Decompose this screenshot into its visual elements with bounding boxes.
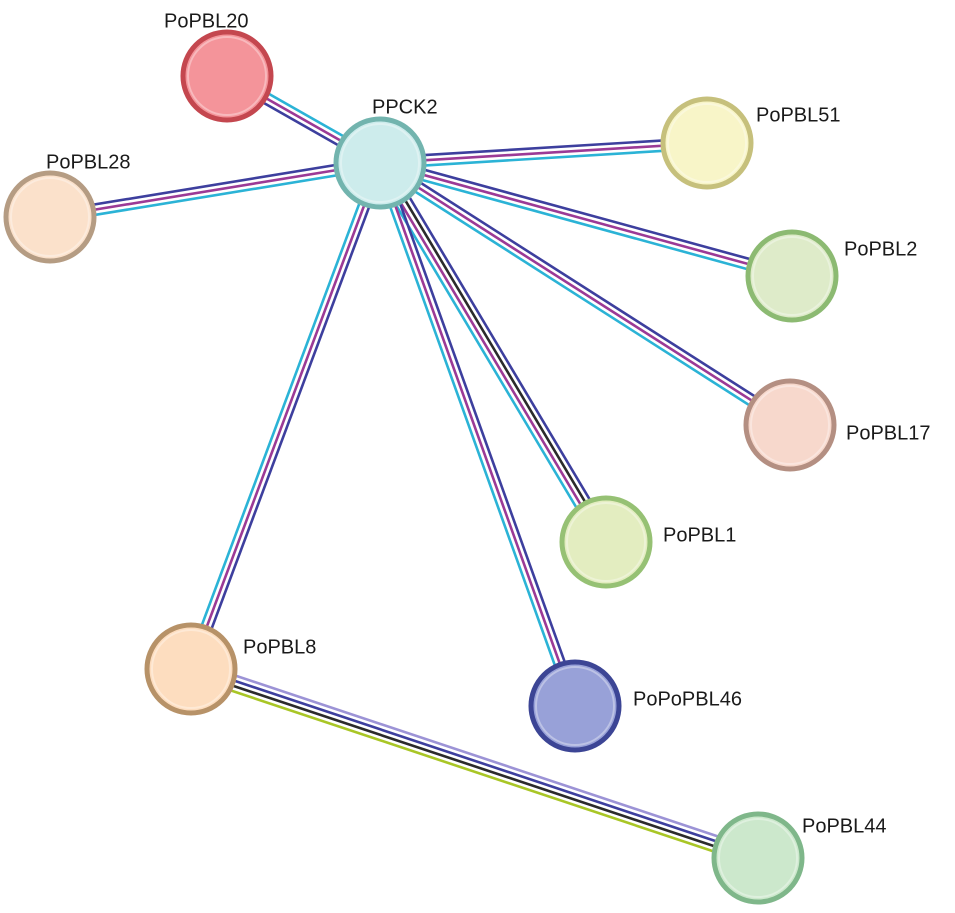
node-highlight — [750, 385, 830, 465]
edge-ppck2-popbl51 — [379, 136, 708, 170]
node-circle[interactable] — [745, 229, 839, 323]
node-circle[interactable] — [660, 96, 754, 190]
edge-ppck2-popbl2 — [378, 156, 794, 283]
node-popbl8[interactable]: PoPBL8 — [144, 622, 316, 716]
edge-line-lime — [188, 675, 756, 867]
edge-line-cyan — [184, 160, 377, 668]
node-circle[interactable] — [743, 378, 837, 472]
node-circle[interactable] — [3, 170, 97, 264]
edge-line-blue — [381, 156, 794, 273]
edge-ppck2-popbl8 — [184, 160, 387, 672]
edge-line-magenta — [189, 162, 382, 670]
edge-line-blue — [194, 164, 387, 672]
edge-line-black — [189, 670, 758, 862]
node-label-popbl1: PoPBL1 — [663, 524, 736, 546]
node-popbl17[interactable]: PoPBL17 — [743, 378, 931, 472]
node-label-popopbl46: PoPoPBL46 — [633, 688, 742, 710]
edge-line-cyan — [376, 166, 788, 431]
edge-line-blue — [48, 156, 380, 214]
edge-line-magenta — [379, 141, 708, 165]
node-circle[interactable] — [180, 29, 274, 123]
node-circle[interactable] — [559, 495, 653, 589]
edge-line-blue — [191, 665, 760, 857]
node-circle[interactable] — [144, 622, 238, 716]
node-label-popbl28: PoPBL28 — [46, 151, 131, 173]
node-highlight — [667, 103, 747, 183]
node-ppck2[interactable]: PPCK2 — [333, 96, 438, 210]
node-popopbl46[interactable]: PoPoPBL46 — [528, 659, 742, 753]
node-popbl1[interactable]: PoPBL1 — [559, 495, 736, 589]
edge-line-magenta — [378, 162, 577, 707]
node-popbl44[interactable]: PoPBL44 — [711, 811, 887, 905]
edge-popbl8-popbl44 — [188, 660, 761, 867]
node-highlight — [10, 177, 90, 257]
edge-line-blue — [385, 158, 614, 539]
node-highlight — [151, 629, 231, 709]
node-highlight — [340, 123, 420, 203]
node-popbl20[interactable]: PoPBL20 — [164, 10, 274, 123]
edge-line-magenta — [379, 161, 793, 278]
node-label-popbl17: PoPBL17 — [846, 422, 931, 444]
edge-line-cyan — [50, 166, 382, 224]
node-label-popbl20: PoPBL20 — [164, 10, 249, 32]
node-label-popbl8: PoPBL8 — [243, 636, 316, 658]
node-circle[interactable] — [333, 116, 427, 210]
node-label-popbl44: PoPBL44 — [802, 815, 887, 837]
edge-line-blue — [383, 160, 582, 705]
edges-layer — [48, 70, 794, 867]
node-label-ppck2: PPCK2 — [372, 96, 438, 118]
node-circle[interactable] — [528, 659, 622, 753]
edge-line-blue — [379, 136, 707, 160]
edge-line-black — [381, 161, 610, 542]
node-popbl2[interactable]: PoPBL2 — [745, 229, 917, 323]
node-highlight — [566, 502, 646, 582]
edge-line-cyan — [380, 146, 708, 170]
edge-line-blue — [382, 157, 794, 422]
edge-line-magenta — [379, 161, 791, 427]
node-popbl28[interactable]: PoPBL28 — [3, 151, 131, 264]
edge-ppck2-popbl28 — [48, 156, 382, 224]
node-label-popbl2: PoPBL2 — [844, 238, 917, 260]
node-highlight — [752, 236, 832, 316]
node-circle[interactable] — [711, 811, 805, 905]
node-label-popbl51: PoPBL51 — [756, 104, 841, 126]
edge-line-cyan — [378, 166, 791, 283]
edge-ppck2-popopbl46 — [373, 160, 582, 709]
node-highlight — [187, 36, 267, 116]
edge-line-lavender — [193, 660, 761, 852]
edge-line-magenta — [376, 163, 605, 544]
node-popbl51[interactable]: PoPBL51 — [660, 96, 841, 190]
edge-line-magenta — [49, 161, 381, 219]
node-highlight — [718, 818, 798, 898]
edge-ppck2-popbl17 — [376, 157, 794, 431]
node-highlight — [535, 666, 615, 746]
edge-line-cyan — [373, 164, 572, 709]
